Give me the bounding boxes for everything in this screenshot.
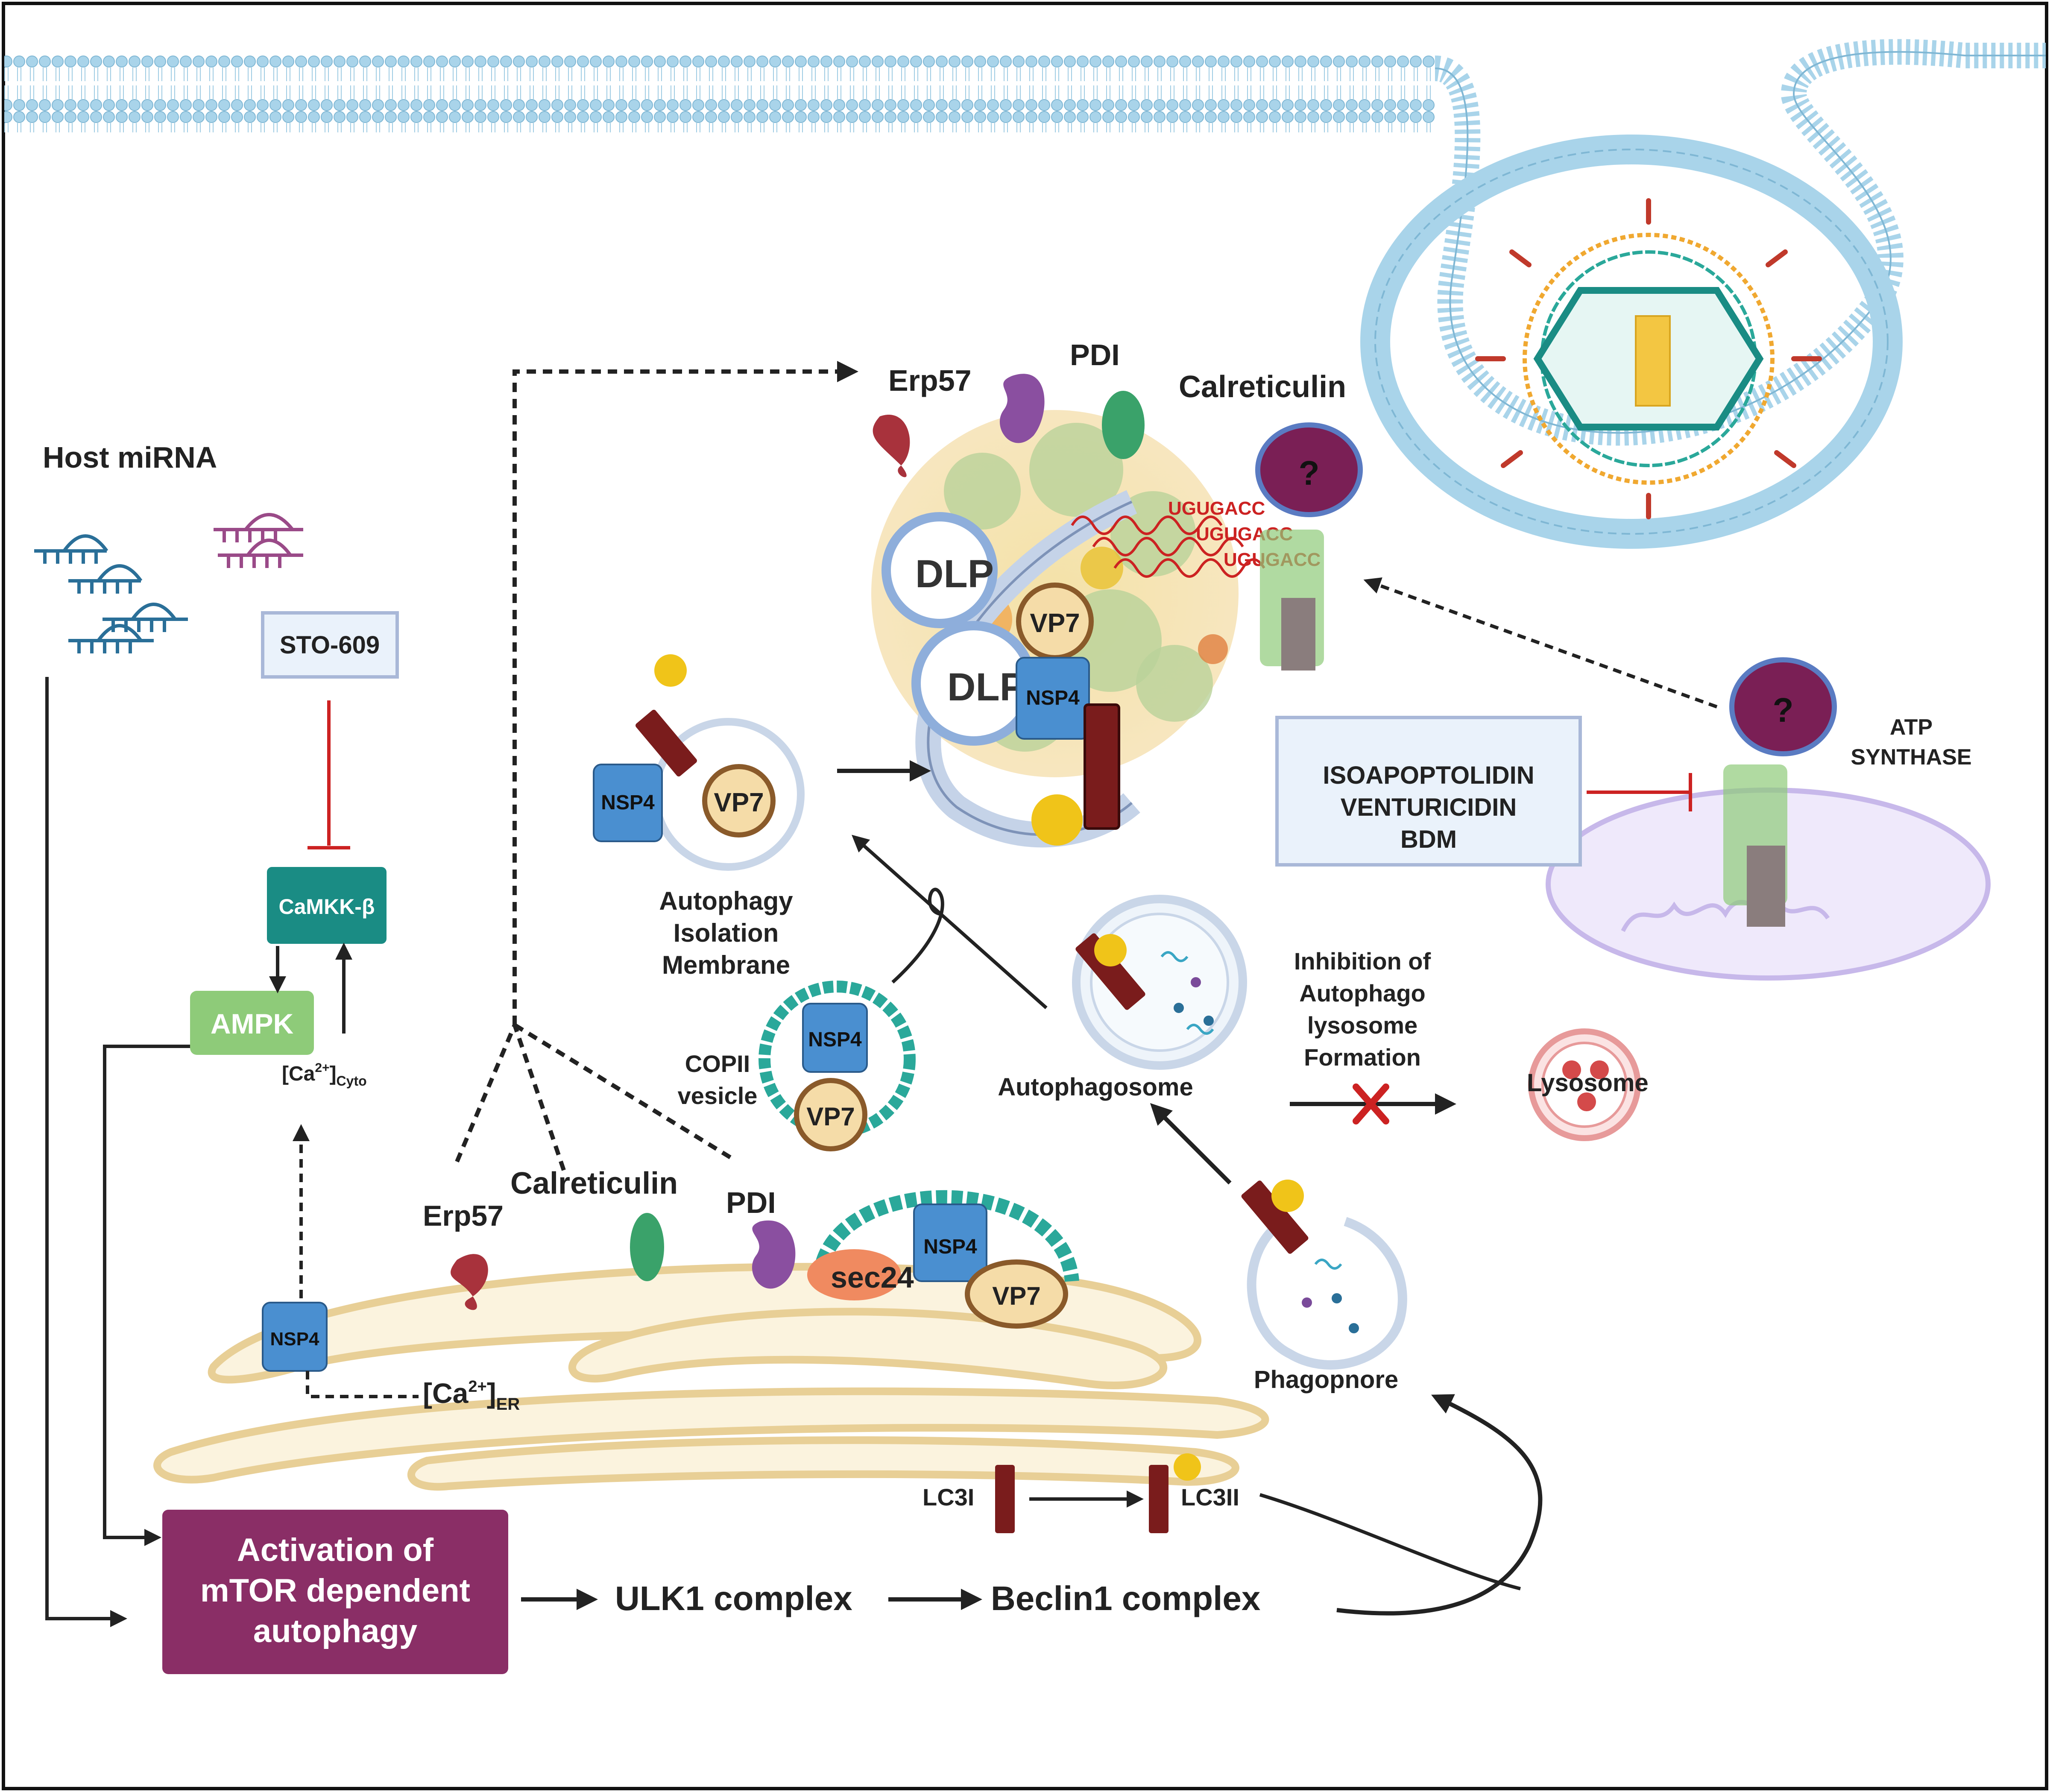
autophagosome: [1072, 895, 1247, 1070]
er-erp57-label: Erp57: [423, 1200, 504, 1232]
viroplasm-lc3: [1084, 703, 1120, 830]
lc3ii-label: LC3II: [1181, 1484, 1239, 1511]
mirna-glyphs-blue: [34, 534, 188, 653]
lc3ii-to-phagophore-line: [1259, 1493, 1521, 1590]
isolation-vp7-label: VP7: [714, 788, 764, 817]
unknown-receptor-label: ?: [1299, 454, 1320, 492]
lc3ii-shape: [1149, 1465, 1168, 1533]
inhibition-line-4: Formation: [1304, 1044, 1421, 1071]
ampk-label: AMPK: [211, 1008, 294, 1039]
budding-nsp4-label: NSP4: [923, 1236, 977, 1258]
er-calreticulin-label: Calreticulin: [510, 1166, 678, 1201]
dashed-arrow-head: [837, 361, 858, 382]
copii-vp7-label: VP7: [806, 1102, 855, 1131]
inhibitor-1: ISOAPOPTOLIDIN: [1323, 761, 1534, 789]
host-mirna-title: Host miRNA: [43, 441, 217, 474]
budding-vp7-label: VP7: [992, 1282, 1040, 1310]
sto609-label: STO-609: [280, 631, 380, 659]
mirna-glyphs-purple: [214, 513, 303, 568]
beclin1-to-phagophore-arrow: [1336, 1394, 1543, 1616]
mirna-to-mtor-arrow: [45, 677, 127, 1627]
atp-to-receptor-arrow: [1363, 577, 1718, 709]
er-budding-copii: sec24 NSP4 VP7: [807, 1190, 1079, 1329]
mtor-line-2: mTOR dependent: [200, 1572, 470, 1609]
phagophore-to-autophagosome-arrow: [1150, 1103, 1232, 1185]
atp-label-1: ATP: [1890, 715, 1933, 740]
phagophore: [1241, 1180, 1407, 1370]
viroplasm-vp7-label: VP7: [1030, 609, 1080, 638]
lc3i-label: LC3I: [922, 1484, 974, 1511]
rna-seq-1: UGUGACC: [1168, 498, 1265, 519]
isolation-membrane-vesicle: NSP4 VP7: [593, 654, 805, 871]
inhibitor-3: BDM: [1400, 826, 1457, 853]
atp-synthase: ?: [1723, 657, 1837, 927]
ampk-box: AMPK: [190, 991, 314, 1055]
viroplasm-nsp4-label: NSP4: [1026, 687, 1080, 709]
viro-calreticulin-shape: [1102, 391, 1145, 459]
viro-calreticulin-label: Calreticulin: [1179, 370, 1346, 404]
ca-cyto-label: [Ca2+]Cyto: [282, 1061, 367, 1089]
endoplasmic-reticulum: [153, 1263, 1269, 1491]
camkk-label: CaMKK-β: [279, 895, 375, 919]
atp-inhibitor-box: ISOAPOPTOLIDIN VENTURICIDIN BDM: [1275, 716, 1582, 867]
viro-erp57-label: Erp57: [888, 364, 972, 397]
er-calreticulin-shape: [630, 1213, 664, 1281]
er-pdi-label: PDI: [726, 1186, 776, 1219]
ca-er-label: [Ca2+]ER: [423, 1377, 520, 1414]
copii-label-2: vesicle: [678, 1082, 758, 1109]
copii-to-isolation-line: [891, 887, 944, 984]
lc3ii-lipid: [1174, 1453, 1201, 1481]
er-erp57-shape: [451, 1254, 488, 1310]
autophagosome-label: Autophagosome: [998, 1073, 1193, 1101]
beclin1-label: Beclin1 complex: [991, 1579, 1260, 1617]
atp-synthase-unknown: ?: [1773, 691, 1794, 729]
camkk-box: CaMKK-β: [267, 867, 387, 944]
autophagosome-to-isolation-arrow: [852, 835, 1048, 1009]
viroplasm-nsp4: NSP4: [1016, 657, 1090, 740]
viroplasm-lc3-lipid: [1031, 794, 1083, 846]
atp-label-2: SYNTHASE: [1851, 745, 1971, 770]
viro-pdi-shape: [999, 374, 1045, 443]
copii-vesicle: NSP4 VP7: [758, 981, 916, 1151]
er-nsp4-label: NSP4: [270, 1329, 319, 1350]
isolation-label-1: Autophagy: [659, 887, 793, 915]
inhibition-line-3: lysosome: [1307, 1012, 1417, 1039]
isolation-nsp4-label: NSP4: [601, 791, 655, 814]
copii-label-1: COPII: [685, 1050, 750, 1077]
lysosome-label: Lysosome: [1527, 1069, 1649, 1097]
viro-erp57-shape: [873, 415, 910, 477]
dlp-label-1: DLP: [915, 552, 994, 596]
isolation-label-3: Membrane: [662, 951, 790, 979]
chaperone-dashed-links: [455, 369, 837, 1171]
block-x-icon: [1353, 1083, 1389, 1124]
sec24-label: sec24: [831, 1261, 914, 1294]
mtor-autophagy-box: Activation of mTOR dependent autophagy: [162, 1510, 508, 1674]
er-nsp4-protein: NSP4: [262, 1302, 328, 1372]
viral-rna: [1071, 515, 1265, 578]
lysosome: [1528, 1028, 1641, 1141]
plasma-membrane: [4, 39, 2046, 549]
unknown-receptor: ?: [1255, 422, 1363, 671]
rotavirus-virion: [1475, 198, 1822, 519]
mtor-line-3: autophagy: [253, 1613, 417, 1649]
isolation-label-2: Isolation: [674, 919, 779, 947]
ulk1-label: ULK1 complex: [615, 1579, 852, 1617]
copii-nsp4-label: NSP4: [808, 1028, 862, 1051]
mtor-line-1: Activation of: [237, 1532, 434, 1568]
inhibition-line-1: Inhibition of: [1294, 948, 1431, 975]
viroplasm-vp7: VP7: [1016, 583, 1094, 660]
er-ca-link: [306, 1371, 419, 1398]
er-pdi-shape: [752, 1220, 796, 1289]
inhibitor-2: VENTURICIDIN: [1341, 794, 1517, 821]
phagophore-label: Phagopnore: [1254, 1366, 1398, 1394]
sto609-box: STO-609: [261, 611, 399, 679]
viro-pdi-label: PDI: [1070, 338, 1120, 372]
ampk-to-mtor-arrow: [103, 1045, 190, 1546]
lc3i-shape: [995, 1465, 1015, 1533]
dlp-label-2: DLP: [947, 665, 1026, 709]
inhibition-line-2: Autophago: [1299, 980, 1425, 1007]
